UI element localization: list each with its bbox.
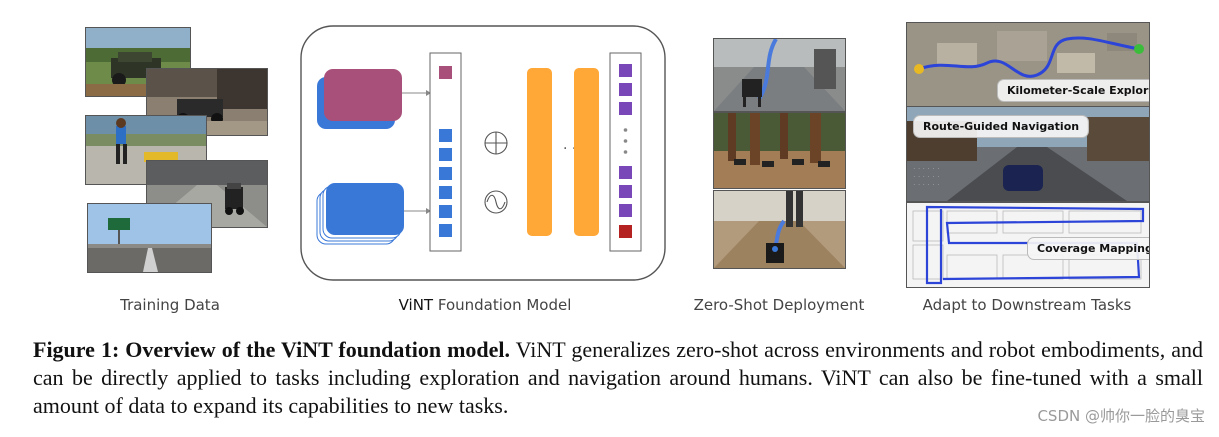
- add-icon: [484, 131, 508, 155]
- vint-model-label: ViNT Foundation Model: [340, 296, 630, 314]
- svg-text:. . . . . .: . . . . . .: [913, 173, 940, 178]
- downstream-label: Adapt to Downstream Tasks: [922, 296, 1132, 314]
- coverage-map: Coverage Mapping: [906, 202, 1150, 288]
- training-photo-highway: [87, 203, 212, 273]
- output-token-column: [609, 52, 642, 252]
- svg-text:. . . . . .: . . . . . .: [913, 181, 940, 186]
- transformer-block-1: [527, 68, 552, 236]
- svg-text:. . . . . .: . . . . . .: [913, 165, 940, 170]
- input-token-column: [429, 52, 462, 252]
- deployment-photo-hallway: [713, 190, 846, 269]
- sinusoid-icon: [484, 190, 508, 214]
- coverage-task-badge: Coverage Mapping: [1027, 237, 1149, 260]
- training-data-label: Training Data: [120, 296, 220, 314]
- exploration-map: Kilometer-Scale Exploration: [906, 22, 1150, 108]
- vint-model-label-suffix: Foundation Model: [433, 296, 572, 314]
- caption-body: ViNT generalizes zero-shot across enviro…: [33, 337, 1203, 418]
- deployment-label: Zero-Shot Deployment: [693, 296, 865, 314]
- csdn-watermark: CSDN @帅你一脸的臭宝: [1037, 407, 1205, 425]
- route-navigation-badge: Route-Guided Navigation: [913, 115, 1090, 138]
- observation-image-stack: [316, 183, 404, 245]
- deployment-photo-indoor: [713, 38, 846, 112]
- route-navigation-sim: . . . . . . . . . . . . . . . . . . Rout…: [906, 106, 1150, 202]
- vint-model-diagram: · · ·: [300, 25, 668, 288]
- deployment-photo-forest: [713, 112, 846, 189]
- caption-title: Figure 1: Overview of the ViNT foundatio…: [33, 337, 511, 362]
- exploration-task-badge: Kilometer-Scale Exploration: [997, 79, 1149, 102]
- vint-model-label-prefix: ViNT: [398, 296, 434, 314]
- figure-caption: Figure 1: Overview of the ViNT foundatio…: [33, 336, 1203, 420]
- transformer-block-2: [574, 68, 599, 236]
